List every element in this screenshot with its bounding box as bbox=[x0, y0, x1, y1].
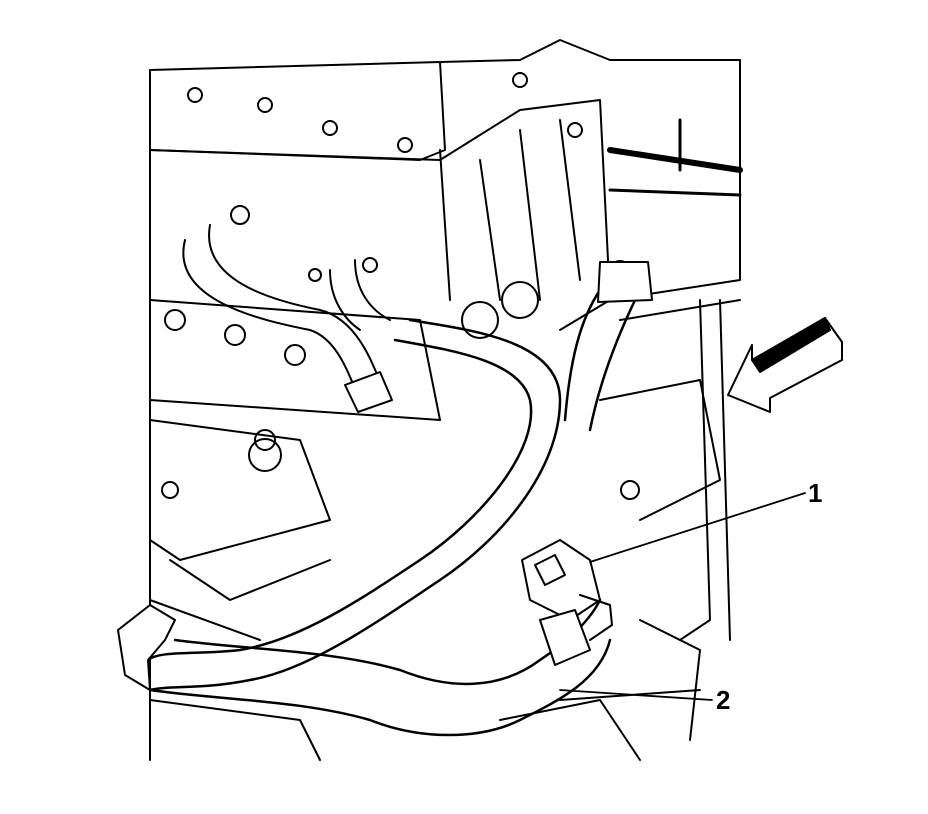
upper-bypass-hose bbox=[182, 224, 393, 413]
view-direction-arrow-icon bbox=[727, 317, 843, 413]
callout-number-2: 2 bbox=[716, 685, 731, 715]
callout-leaders bbox=[559, 492, 806, 701]
electrical-connector bbox=[521, 539, 613, 666]
callout-number-1: 1 bbox=[808, 478, 823, 508]
callout-2-leader bbox=[559, 689, 713, 701]
callout-1-leader bbox=[589, 492, 806, 563]
radiator-hose-upper bbox=[563, 261, 653, 432]
engine-block bbox=[149, 39, 743, 761]
heater-hose-long bbox=[117, 318, 562, 692]
